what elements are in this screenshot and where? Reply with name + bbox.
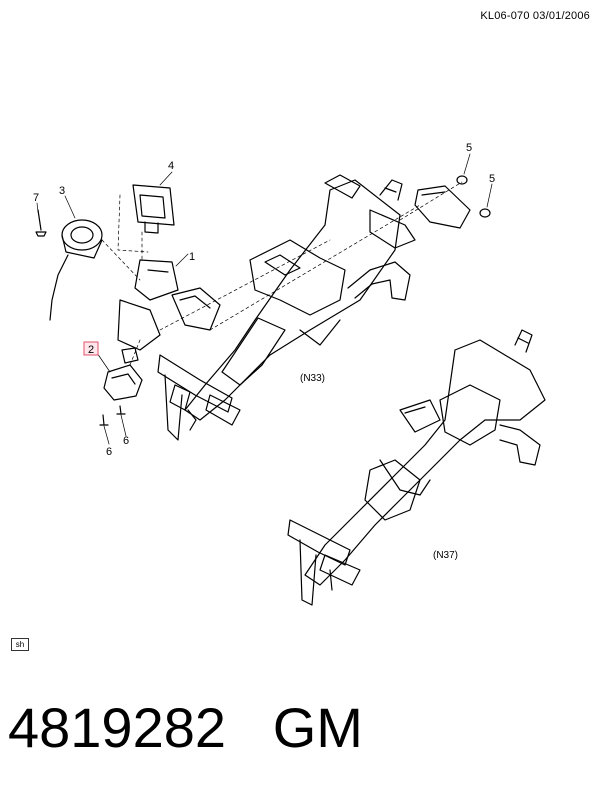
part-5-covers — [414, 175, 491, 229]
sh-badge: sh — [11, 638, 29, 651]
variant-label-n37: (N37) — [433, 550, 458, 561]
callout-5-top: 5 — [466, 142, 472, 154]
callout-5-lower: 5 — [489, 173, 495, 185]
part-3-ring — [49, 219, 103, 321]
variant-label-n33: (N33) — [300, 373, 325, 384]
part-number: 4819282 — [8, 696, 227, 759]
callout-1: 1 — [189, 251, 195, 263]
diagram-reference: KL06-070 03/01/2006 — [480, 10, 590, 22]
callout-4: 4 — [168, 160, 174, 172]
part-number-line: 4819282 GM — [8, 696, 363, 760]
brand-name: GM — [272, 696, 363, 759]
steering-column-n33 — [157, 174, 416, 441]
part-1-lock — [117, 259, 221, 351]
steering-column-n37 — [287, 329, 546, 606]
leader-lines — [36, 153, 493, 445]
callout-6-left: 6 — [106, 446, 112, 458]
part-6-screws — [99, 405, 126, 426]
part-4-module — [132, 184, 175, 234]
part-2-cylinder — [103, 347, 143, 401]
callout-3: 3 — [59, 185, 65, 197]
callout-2-highlight — [83, 341, 99, 356]
part-7-screw — [35, 209, 47, 237]
callout-2: 2 — [88, 344, 94, 356]
explode-guides — [101, 181, 463, 366]
callout-7: 7 — [33, 192, 39, 204]
callout-6-right: 6 — [123, 435, 129, 447]
